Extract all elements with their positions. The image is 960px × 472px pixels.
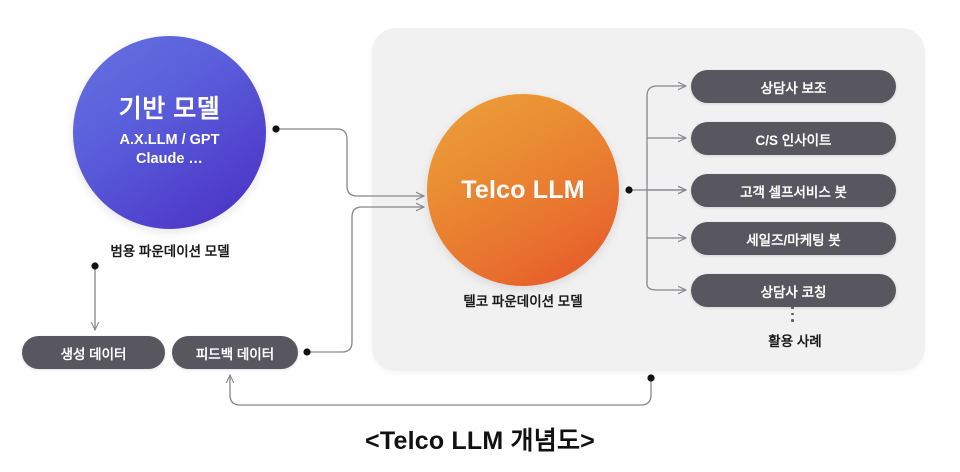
wire-feedback-loop bbox=[230, 375, 652, 406]
usecase-pill-cs-insight[interactable]: C/S 인사이트 bbox=[691, 122, 896, 155]
telco-llm-circle: Telco LLM bbox=[427, 94, 619, 286]
foundation-model-circle: 기반 모델 A.X.LLM / GPT Claude … bbox=[73, 36, 266, 229]
telco-llm-caption: 텔코 파운데이션 모델 bbox=[463, 294, 583, 309]
foundation-model-title: 기반 모델 bbox=[118, 95, 221, 124]
wire-dot-foundation bbox=[272, 125, 280, 133]
foundation-model-subtitle-line2: Claude … bbox=[136, 151, 203, 168]
usecase-pill-agent-assist[interactable]: 상담사 보조 bbox=[691, 70, 896, 103]
data-pill-generated[interactable]: 생성 데이터 bbox=[22, 336, 165, 369]
use-cases-caption: 활용 사례 bbox=[768, 334, 822, 349]
data-pill-feedback[interactable]: 피드백 데이터 bbox=[172, 336, 298, 369]
vertical-ellipsis-icon bbox=[791, 306, 794, 322]
foundation-model-subtitle: A.X.LLM / GPT Claude … bbox=[120, 131, 220, 170]
usecase-pill-self-service-bot[interactable]: 고객 셀프서비스 봇 bbox=[691, 174, 896, 207]
usecase-pill-agent-coaching[interactable]: 상담사 코칭 bbox=[691, 274, 896, 307]
diagram-title: <Telco LLM 개념도> bbox=[365, 427, 595, 455]
wire-dot-generated bbox=[91, 262, 99, 270]
telco-llm-title: Telco LLM bbox=[461, 175, 585, 204]
wire-dot-loop bbox=[647, 374, 655, 382]
wire-dot-feedback bbox=[303, 348, 311, 356]
foundation-model-caption: 범용 파운데이션 모델 bbox=[110, 244, 230, 259]
usecase-pill-sales-marketing-bot[interactable]: 세일즈/마케팅 봇 bbox=[691, 222, 896, 255]
foundation-model-subtitle-line1: A.X.LLM / GPT bbox=[119, 131, 220, 148]
